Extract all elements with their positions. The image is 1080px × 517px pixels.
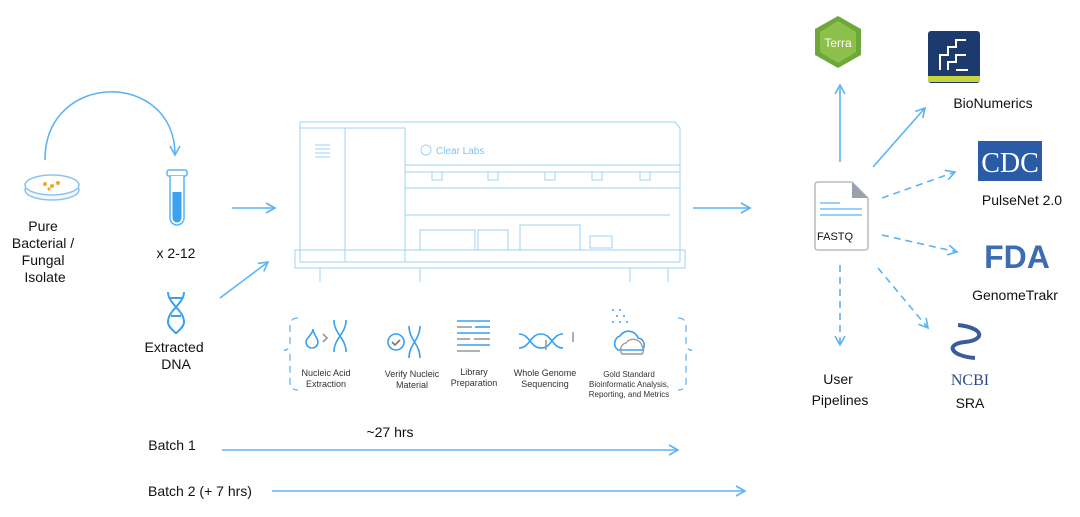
cdc-logo: CDC <box>978 141 1042 181</box>
check-dna-icon <box>387 325 421 359</box>
fda-logo: FDA <box>984 239 1050 275</box>
arrow-to-machine-2 <box>219 261 270 299</box>
cloud-analysis-icon <box>612 309 645 355</box>
machine-brand: Clear Labs <box>436 146 484 157</box>
bionumerics-label: BioNumerics <box>953 95 1032 111</box>
arrow-to-sra <box>877 267 930 330</box>
dna-label: Extracted DNA <box>144 339 207 372</box>
library-lines-icon <box>457 320 490 352</box>
terra-logo: Terra <box>815 16 861 68</box>
fastq-label: FASTQ <box>817 231 854 243</box>
test-tube-icon <box>166 169 188 226</box>
pulsenet-label: PulseNet 2.0 <box>982 192 1062 208</box>
left-brace <box>283 317 299 391</box>
svg-text:CDC: CDC <box>981 148 1039 179</box>
arrow-to-genometrakr <box>881 234 959 256</box>
petri-dish-icon <box>24 174 80 201</box>
curved-arrow <box>44 91 181 161</box>
arrow-to-bionumerics <box>872 106 927 168</box>
ncbi-logo: NCBI <box>950 323 989 389</box>
dna-icon <box>166 291 186 335</box>
sequencing-instrument: Clear Labs <box>294 121 686 282</box>
batch1-duration: ~27 hrs <box>366 424 413 440</box>
droplet-dna-icon <box>305 319 347 353</box>
arrow-to-pulsenet <box>881 169 957 199</box>
user-pipelines-label: User Pipelines <box>812 371 869 408</box>
svg-text:NCBI: NCBI <box>951 372 989 389</box>
svg-text:Terra: Terra <box>824 36 852 50</box>
sequencing-icon <box>518 332 574 350</box>
batch1-label: Batch 1 <box>148 437 196 453</box>
fastq-file-icon: FASTQ <box>814 181 869 251</box>
sra-label: SRA <box>956 395 985 411</box>
source-label: Pure Bacterial / Fungal Isolate <box>12 218 78 285</box>
genometrakr-label: GenomeTrakr <box>972 287 1058 303</box>
tube-label: x 2-12 <box>157 245 196 261</box>
right-brace <box>677 317 693 391</box>
batch2-label: Batch 2 (+ 7 hrs) <box>148 483 252 499</box>
bionumerics-logo <box>928 31 980 83</box>
